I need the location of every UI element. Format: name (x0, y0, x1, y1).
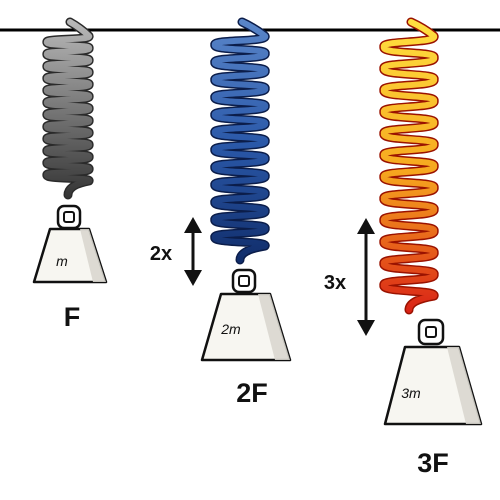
displacement-label-3: 3x (324, 272, 346, 294)
mass-label-3: 3m (401, 385, 421, 401)
weight-hook-3 (417, 318, 445, 346)
force-label-1: F (64, 302, 81, 332)
spring-assembly-2: 2m 2F 2x (150, 17, 292, 408)
displacement-arrow-2 (184, 217, 202, 286)
spring-coil-2 (211, 19, 269, 263)
spring-assembly-3: 3m 3F 3x (324, 17, 483, 478)
spring-coil-1 (43, 19, 93, 198)
displacement-label-2: 2x (150, 243, 172, 265)
force-label-2: 2F (236, 378, 268, 408)
spring-coil-3 (380, 19, 438, 313)
spring-assembly-1: m F (32, 17, 108, 332)
weight-3-shade (447, 347, 481, 424)
weight-2-shade (258, 294, 290, 360)
mass-label-2: 2m (220, 321, 241, 337)
weight-1-shade (80, 229, 106, 282)
mass-label-1: m (56, 253, 68, 269)
weight-hook-1 (56, 204, 82, 230)
weight-hook-2 (231, 268, 257, 294)
displacement-arrow-3 (357, 218, 375, 336)
force-label-3: 3F (417, 448, 449, 478)
